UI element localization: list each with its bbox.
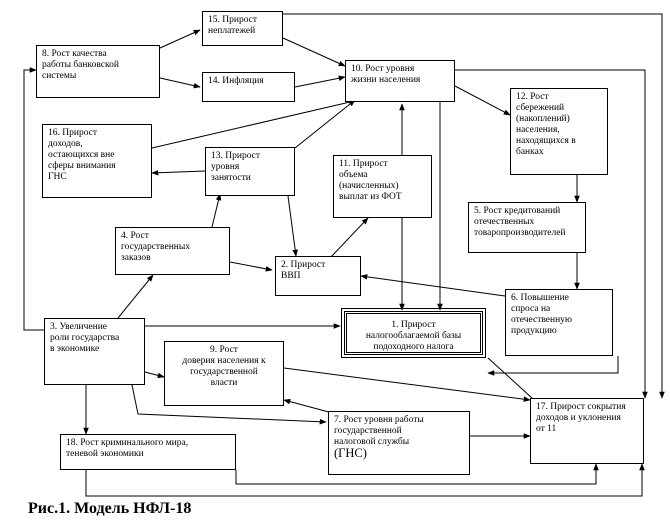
edge-10-17 bbox=[455, 69, 648, 399]
edge-9-17 bbox=[283, 367, 531, 402]
edge-3-4 bbox=[117, 274, 154, 319]
edge-6-2 bbox=[360, 274, 506, 297]
node-13-employment-growth: 13. Прирост уровня занятости bbox=[205, 147, 295, 196]
node-10-label: 10. Рост уровня жизни населения bbox=[351, 64, 421, 85]
figure-caption: Рис.1. Модель НФЛ-18 bbox=[28, 500, 192, 517]
edge-18-17 bbox=[235, 463, 599, 485]
node-4-state-orders: 4. Рост государственных заказов bbox=[115, 227, 230, 275]
edge-8-15 bbox=[159, 29, 201, 49]
edge-3-7 bbox=[131, 384, 327, 425]
edge-10-12 bbox=[454, 85, 511, 116]
edge-4-13 bbox=[211, 193, 222, 228]
edge-8-14 bbox=[159, 77, 201, 89]
node-16-hidden-incomes: 16. Прирост доходов, остающихся вне сфер… bbox=[42, 124, 152, 198]
edge-14-10 bbox=[294, 75, 346, 88]
node-14-label: 14. Инфляция bbox=[208, 76, 264, 86]
node-15-label: 15. Прирост неплатежей bbox=[208, 15, 258, 36]
node-9-label: 9. Рост доверия населения к государствен… bbox=[182, 345, 266, 388]
node-17-label: 17. Прирост сокрытия доходов и уклонения… bbox=[536, 402, 626, 434]
edge-3-9 bbox=[144, 371, 165, 379]
node-2-gdp-growth: 2. Прирост ВВП bbox=[275, 256, 361, 296]
node-12-savings-growth: 12. Рост сбережений (накоплений) населен… bbox=[510, 88, 608, 175]
edge-1-17 bbox=[487, 356, 619, 376]
node-17-income-concealment: 17. Прирост сокрытия доходов и уклонения… bbox=[530, 398, 644, 464]
edge-10-16 bbox=[151, 101, 351, 149]
node-15-nonpayments-growth: 15. Прирост неплатежей bbox=[202, 11, 283, 46]
edge-3-8 bbox=[23, 67, 44, 331]
node-6-domestic-demand: 6. Повышение спроса на отечественную про… bbox=[505, 289, 613, 356]
edge-loop-17 bbox=[85, 463, 645, 497]
node-18-label: 18. Рост криминального мира, теневой эко… bbox=[66, 438, 189, 459]
node-8-banking-quality: 8. Рост качества работы банковской систе… bbox=[36, 45, 160, 98]
node-3-state-role: 3. Увеличение роли государства в экономи… bbox=[44, 318, 145, 385]
node-11-label: 11. Прирост объема (начисленных) выплат … bbox=[339, 159, 402, 202]
node-13-label: 13. Прирост уровня занятости bbox=[211, 151, 261, 183]
node-14-inflation: 14. Инфляция bbox=[202, 72, 295, 102]
node-12-label: 12. Рост сбережений (накоплений) населен… bbox=[516, 92, 576, 157]
edge-2-11 bbox=[329, 217, 369, 259]
node-16-label: 16. Прирост доходов, остающихся вне сфер… bbox=[48, 128, 116, 182]
node-8-label: 8. Рост качества работы банковской систе… bbox=[42, 49, 119, 81]
edge-13-2 bbox=[287, 195, 298, 257]
edge-17-1 bbox=[487, 357, 533, 399]
node-5-credit-growth: 5. Рост кредитований отечественных товар… bbox=[468, 202, 586, 253]
node-7-tax-service-level: 7. Рост уровня работы государственной на… bbox=[328, 411, 470, 475]
node-9-trust-in-state: 9. Рост доверия населения к государствен… bbox=[164, 341, 284, 406]
node-7-label-gns: (ГНС) bbox=[334, 446, 367, 460]
node-2-label: 2. Прирост ВВП bbox=[281, 260, 326, 281]
node-10-living-standard: 10. Рост уровня жизни населения bbox=[345, 60, 455, 102]
node-11-payroll-growth: 11. Прирост объема (начисленных) выплат … bbox=[333, 155, 432, 218]
node-1-tax-base-growth: 1. Прирост налогооблагаемой базы подоход… bbox=[341, 308, 486, 358]
edge-4-2 bbox=[229, 261, 273, 272]
node-4-label: 4. Рост государственных заказов bbox=[121, 231, 191, 263]
edge-15-10 bbox=[282, 37, 346, 67]
edge-13-10 bbox=[294, 99, 356, 149]
node-5-label: 5. Рост кредитований отечественных товар… bbox=[474, 206, 566, 238]
edge-15-17 bbox=[283, 13, 665, 399]
edge-13-16 bbox=[151, 169, 206, 176]
node-1-label: 1. Прирост налогооблагаемой базы подоход… bbox=[365, 320, 462, 352]
node-18-shadow-economy: 18. Рост криминального мира, теневой эко… bbox=[60, 434, 236, 470]
node-7-label: 7. Рост уровня работы государственной на… bbox=[334, 415, 424, 447]
node-3-label: 3. Увеличение роли государства в экономи… bbox=[50, 322, 120, 354]
node-6-label: 6. Повышение спроса на отечественную про… bbox=[511, 293, 573, 336]
